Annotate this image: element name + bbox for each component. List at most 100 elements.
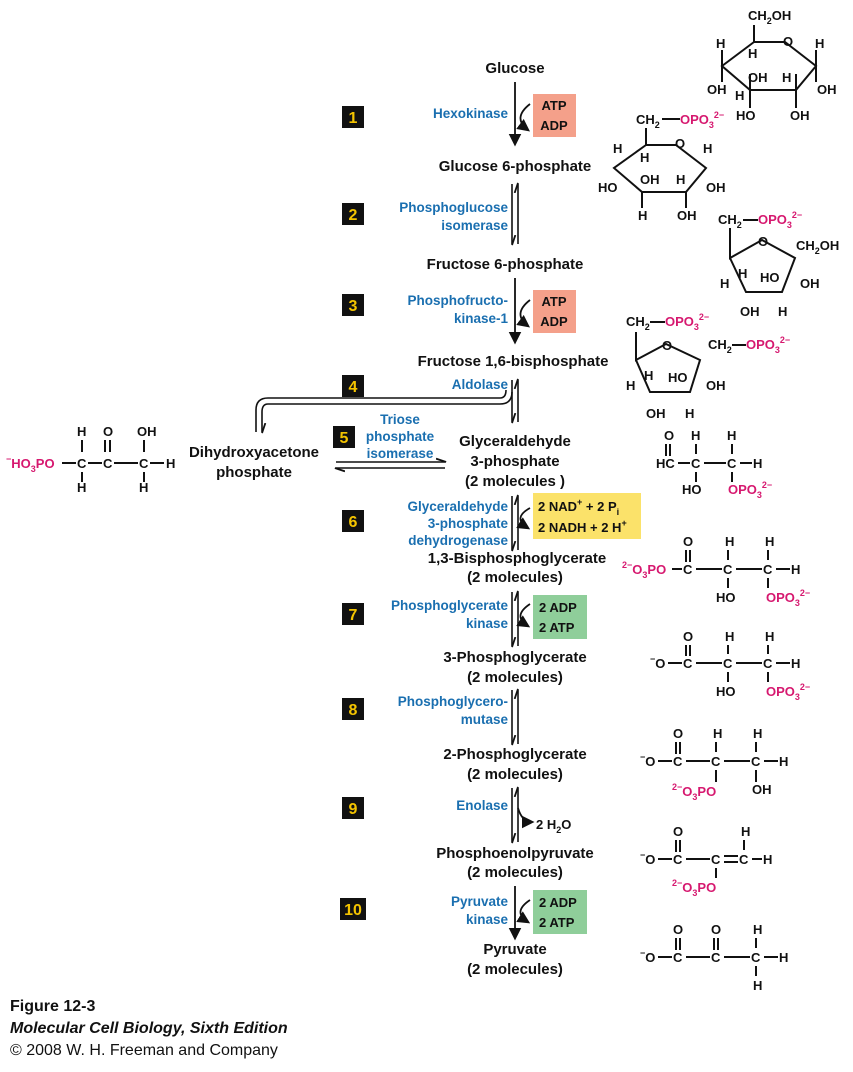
- svg-text:H: H: [791, 656, 800, 671]
- cofactor-curve-6: [516, 507, 531, 530]
- pg3-label-2: (2 molecules): [467, 669, 563, 686]
- metabolite-labels: Glucose Glucose 6-phosphate Fructose 6-p…: [189, 60, 608, 978]
- svg-text:OH: OH: [706, 180, 726, 195]
- structure-bpg: 2−O3PO C C C H O H H HO OPO32−: [622, 534, 810, 608]
- book-title: Molecular Cell Biology, Sixth Edition: [10, 1020, 288, 1037]
- pep-label-2: (2 molecules): [467, 864, 563, 881]
- step-number-3: 3: [349, 298, 358, 315]
- bpg-label-2: (2 molecules): [467, 569, 563, 586]
- svg-text:HO: HO: [682, 482, 702, 497]
- svg-text:OH: OH: [800, 276, 820, 291]
- atp-box-step-1: [533, 94, 576, 137]
- svg-text:O: O: [758, 234, 768, 249]
- enzyme-pgk-2: kinase: [466, 616, 509, 631]
- svg-text:HO: HO: [668, 370, 688, 385]
- svg-text:H: H: [753, 978, 762, 990]
- adp-box-step-7: [533, 595, 587, 639]
- pep-o-minus: −O: [640, 850, 655, 867]
- step-number-1: 1: [349, 110, 358, 127]
- svg-text:H: H: [638, 208, 647, 223]
- svg-text:H: H: [735, 88, 744, 103]
- svg-text:C: C: [723, 656, 733, 671]
- svg-text:OH: OH: [640, 172, 660, 187]
- f6p-opo3: OPO32−: [758, 210, 802, 230]
- gap-label-3: (2 molecules ): [465, 473, 565, 490]
- cofactor-curve-10: [516, 899, 531, 924]
- bpg-label-1: 1,3-Bisphosphoglycerate: [428, 550, 606, 567]
- enzyme-hexokinase: Hexokinase: [433, 106, 509, 121]
- enzyme-pgi-1: Phosphoglucose: [399, 200, 508, 215]
- svg-text:H: H: [703, 141, 712, 156]
- pyruvate-label-2: (2 molecules): [467, 961, 563, 978]
- svg-text:C: C: [683, 656, 693, 671]
- enzyme-pfk-2: kinase-1: [454, 311, 509, 326]
- pg2-label-1: 2-Phosphoglycerate: [443, 746, 586, 763]
- svg-text:C: C: [691, 456, 701, 471]
- svg-text:O: O: [662, 338, 672, 353]
- cofactor-curve-7: [516, 603, 531, 628]
- glucose-label: Glucose: [485, 60, 544, 77]
- step-number-5: 5: [340, 430, 349, 447]
- svg-text:OH: OH: [646, 406, 666, 421]
- svg-text:H: H: [720, 276, 729, 291]
- structure-f6p: CH2 OPO32− O CH2OH H H HO OH OH H: [718, 210, 839, 319]
- glycolysis-diagram: Glucose Glucose 6-phosphate Fructose 6-p…: [6, 8, 839, 990]
- enzyme-gapdh-3: dehydrogenase: [408, 533, 508, 548]
- adp2-label-7: 2 ADP: [539, 600, 577, 615]
- svg-text:H: H: [815, 36, 824, 51]
- svg-text:H: H: [77, 424, 86, 439]
- g6p-label: Glucose 6-phosphate: [439, 158, 592, 175]
- bpg-opo3: OPO32−: [766, 588, 810, 608]
- cofactor-boxes: ATP ADP ATP ADP 2 NAD+ + 2 Pi 2 NADH + 2…: [533, 94, 641, 934]
- enzyme-pgi-2: isomerase: [441, 218, 508, 233]
- water-label: 2 H2O: [536, 817, 571, 835]
- structure-pyruvate: −O C C C H O O H H: [640, 922, 788, 990]
- svg-text:C: C: [763, 562, 773, 577]
- svg-text:H: H: [791, 562, 800, 577]
- svg-text:H: H: [727, 428, 736, 443]
- atp2-label-10: 2 ATP: [539, 915, 575, 930]
- svg-text:H: H: [713, 726, 722, 741]
- structure-glucose: CH2OH O H H H OH OH OH H HO OH H: [707, 8, 837, 123]
- svg-text:H: H: [753, 922, 762, 937]
- svg-text:C: C: [751, 950, 761, 965]
- f16bp-ch2-right: CH2: [708, 337, 732, 355]
- f16bp-opo3-right: OPO32−: [746, 335, 790, 355]
- enzyme-pk-1: Pyruvate: [451, 894, 509, 909]
- f16bp-ch2-left: CH2: [626, 314, 650, 332]
- atp2-label-7: 2 ATP: [539, 620, 575, 635]
- pg2-o-minus: −O: [640, 752, 655, 769]
- bpg-o3po: 2−O3PO: [622, 560, 666, 580]
- svg-text:H: H: [626, 378, 635, 393]
- svg-text:OH: OH: [748, 70, 768, 85]
- svg-text:OH: OH: [707, 82, 727, 97]
- figure-caption: Figure 12-3 Molecular Cell Biology, Sixt…: [10, 996, 288, 1062]
- svg-text:H: H: [613, 141, 622, 156]
- enzyme-enolase: Enolase: [456, 798, 508, 813]
- svg-text:OH: OH: [706, 378, 726, 393]
- step-number-7: 7: [349, 607, 358, 624]
- pg3-opo3: OPO32−: [766, 682, 810, 702]
- adp-label-3: ADP: [540, 314, 568, 329]
- svg-text:H: H: [77, 480, 86, 495]
- structure-3pg: −O C C C H O H H HO OPO32−: [650, 629, 810, 702]
- f16bp-label: Fructose 1,6-bisphosphate: [418, 353, 609, 370]
- svg-text:O: O: [683, 534, 693, 549]
- step-number-8: 8: [349, 702, 358, 719]
- svg-text:O: O: [673, 824, 683, 839]
- g6p-opo3: OPO32−: [680, 110, 724, 130]
- svg-text:H: H: [676, 172, 685, 187]
- copyright: © 2008 W. H. Freeman and Company: [10, 1042, 278, 1059]
- svg-text:HO: HO: [760, 270, 780, 285]
- enzyme-labels: Hexokinase Phosphoglucose isomerase Phos…: [366, 106, 509, 927]
- pep-o3po: 2−O3PO: [672, 878, 716, 898]
- gap-label-2: 3-phosphate: [470, 453, 559, 470]
- svg-text:O: O: [683, 629, 693, 644]
- svg-text:H: H: [748, 46, 757, 61]
- svg-text:H: H: [765, 534, 774, 549]
- figure-number: Figure 12-3: [10, 998, 96, 1015]
- svg-text:C: C: [727, 456, 737, 471]
- svg-text:HO: HO: [716, 590, 736, 605]
- pyr-o-minus: −O: [640, 948, 655, 965]
- gap-opo3: OPO32−: [728, 480, 772, 500]
